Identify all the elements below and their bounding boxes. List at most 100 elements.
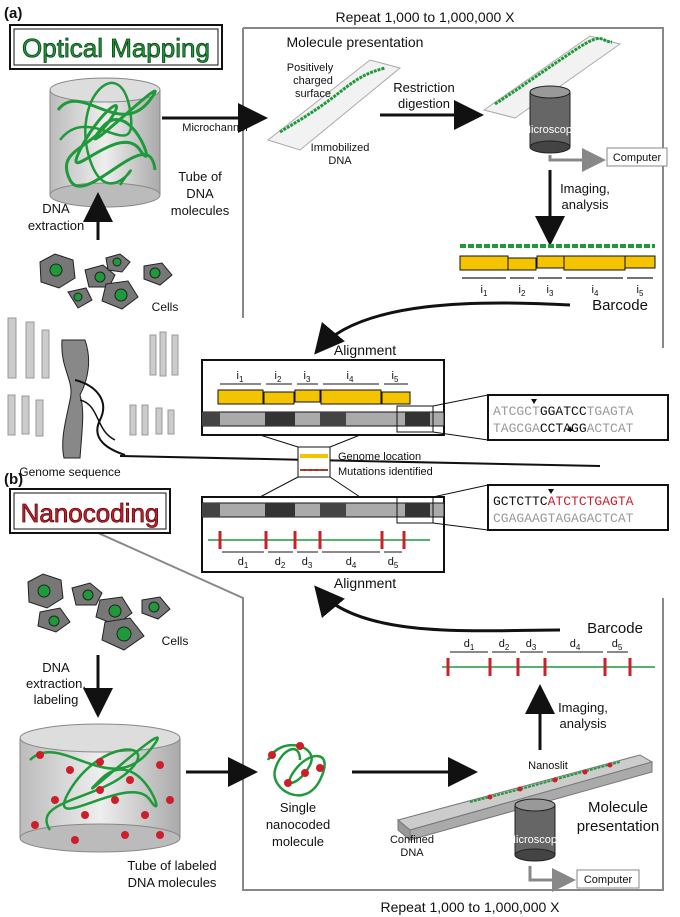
align-d-3: d3 [302,556,313,570]
single-label-2: nanocoded [266,817,330,832]
barcode-label-a: Barcode [592,297,648,314]
cells-label-b: Cells [162,634,189,648]
seq-bot-line-2: CGAGAAGTAGAGACTCAT [493,511,634,526]
repeat-label-b: Repeat 1,000 to 1,000,000 X [380,899,560,915]
barcode-to-alignment-arrow [314,301,571,355]
seq-top-line-1: ATCGCTGGATCCTGAGTA [493,404,634,419]
i-label-3: i3 [547,284,554,298]
bar-d-1: d1 [464,638,475,652]
bar-d-5: d5 [612,638,623,652]
mutations-label: Mutations identified [338,466,433,478]
align-i-1: i1 [237,370,244,384]
computer-box-a [606,147,668,167]
microscope-b [514,798,556,862]
title-box-a: Optical Mapping [9,24,223,70]
sequence-box-top [487,394,669,441]
align-i-2: i2 [275,370,282,384]
charged-label-2: charged [293,75,333,87]
dna-tube-a [49,77,161,208]
computer-label-b: Computer [584,874,633,886]
extraction-label-a-1: DNA [42,201,70,216]
imaging-label-b-2: analysis [560,716,607,731]
karyotype [7,317,179,437]
cells-b [27,573,171,651]
align-i-3: i3 [304,370,311,384]
panel-b-title: Nanocoding [21,498,160,528]
align-d-2: d2 [275,556,286,570]
barcode-b-to-alignment-arrow [314,585,561,633]
genome-location-box [259,434,361,498]
tube-label-3: molecules [171,203,230,218]
align-d-1: d1 [238,556,249,570]
alignment-label-top: Alignment [334,342,396,358]
panel-a-tag: (a) [4,5,22,22]
imaging-label-b-1: Imaging, [558,700,608,715]
panel-a-title: Optical Mapping [22,33,210,63]
genome-sequence-label: Genome sequence [19,465,121,479]
genome-location-label: Genome location [338,451,421,463]
computer-box-b [576,869,640,889]
alignment-box-top [201,359,445,436]
mol-pres-b-2: presentation [577,818,660,835]
computer-label-a: Computer [613,152,662,164]
imaging-label-a-2: analysis [562,197,609,212]
align-i-4: i4 [347,370,354,384]
repeat-frame-a [242,27,664,348]
barcode-b [442,651,655,676]
single-label-1: Single [280,800,316,815]
tube-label-2: DNA [186,186,214,201]
align-d-4: d4 [346,556,357,570]
tube-label-b-2: DNA molecules [128,875,217,890]
zoom-line-bot-2 [432,522,489,531]
zoom-line-top-2 [432,431,489,441]
i-label-4: i4 [592,284,599,298]
cells-a [39,253,173,310]
imaging-label-a-1: Imaging, [560,181,610,196]
single-molecule [266,742,326,797]
restriction-label-1: Restriction [393,80,454,95]
tube-label-b-1: Tube of labeled [127,858,216,873]
chromosome [61,339,126,459]
molecule-presentation-label-a: Molecule presentation [287,34,424,50]
confined-label-2: DNA [400,847,424,859]
i-label-1: i1 [481,284,488,298]
repeat-label-a: Repeat 1,000 to 1,000,000 X [335,9,515,25]
zoom-line-top-1 [432,394,489,407]
bar-d-2: d2 [499,638,510,652]
confined-label-1: Confined [390,834,434,846]
microscope-label-a: Microscope [522,124,578,136]
align-d-5: d5 [388,556,399,570]
immobilized-label-1: Immobilized [311,142,370,154]
barcode-label-b: Barcode [587,620,643,637]
immobilized-label-2: DNA [328,155,352,167]
repeat-frame-b [86,527,664,891]
align-i-5: i5 [392,370,399,384]
cells-label-a: Cells [152,300,179,314]
mol-pres-b-1: Molecule [588,799,648,816]
charged-label-1: Positively [287,62,334,74]
tube-label-1: Tube of [178,169,222,184]
microscope-label-b: Microscope [507,834,563,846]
sequence-box-bottom [487,484,669,531]
seq-top-line-2: TAGCGACCTAGGACTCAT [493,421,634,436]
bar-d-3: d3 [526,638,537,652]
panel-b-tag: (b) [4,471,23,488]
extraction-label-b-1: DNA [42,660,70,675]
bar-d-4: d4 [570,638,581,652]
i-label-2: i2 [519,284,526,298]
single-label-3: molecule [272,834,324,849]
genome-line [119,455,601,467]
nanoslit-label: Nanoslit [528,760,568,772]
extraction-label-b-2: extraction, [26,676,86,691]
charged-label-3: surface [295,88,331,100]
microscope-a [482,35,622,154]
i-label-5: i5 [637,284,644,298]
alignment-label-bottom: Alignment [334,575,396,591]
computer-arrow-b [528,866,576,892]
computer-arrow-a [548,148,606,172]
alignment-box-bottom [201,496,445,573]
restriction-label-2: digestion [398,96,450,111]
microchannel-label: Microchannel [182,122,247,134]
